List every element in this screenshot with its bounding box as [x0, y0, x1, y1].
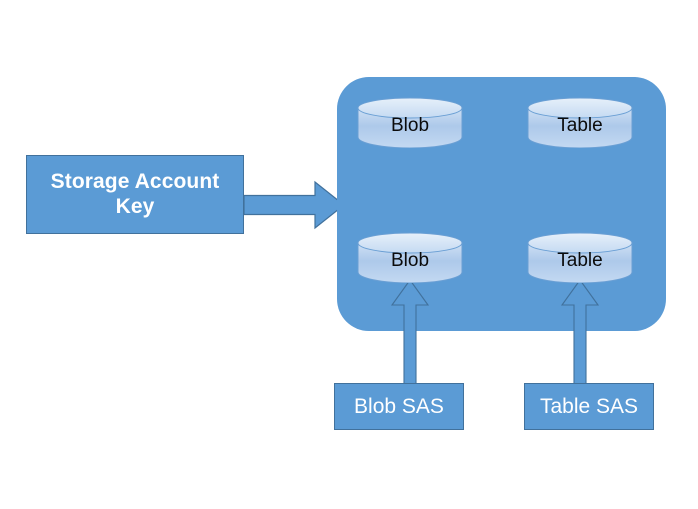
table-sas-label: Table SAS [539, 395, 639, 418]
storage-account-key-line-2: Key [115, 194, 155, 218]
blob-sas-label: Blob SAS [354, 395, 444, 418]
storage-account-key-line-1: Storage Account [50, 169, 220, 193]
storage-account-key-box[interactable]: Storage Account Key [26, 155, 244, 234]
table-sas-to-table-arrow [558, 278, 602, 388]
service-cylinder-blob-top-label: Blob [390, 114, 430, 136]
service-cylinder-table-bottom[interactable]: Table [527, 232, 633, 283]
service-cylinder-blob-bottom[interactable]: Blob [357, 232, 463, 283]
service-cylinder-table-top-label: Table [557, 114, 603, 136]
service-cylinder-table-top[interactable]: Table [527, 97, 633, 148]
blob-sas-box[interactable]: Blob SAS [334, 383, 464, 430]
table-sas-box[interactable]: Table SAS [524, 383, 654, 430]
blob-sas-to-blob-arrow [388, 278, 432, 388]
service-cylinder-blob-top[interactable]: Blob [357, 97, 463, 148]
storage-account-key-label: Storage Account Key [45, 170, 226, 220]
storage-account-key-to-account-arrow [243, 180, 346, 230]
service-cylinder-blob-bottom-label: Blob [390, 249, 430, 271]
service-cylinder-table-bottom-label: Table [557, 249, 603, 271]
